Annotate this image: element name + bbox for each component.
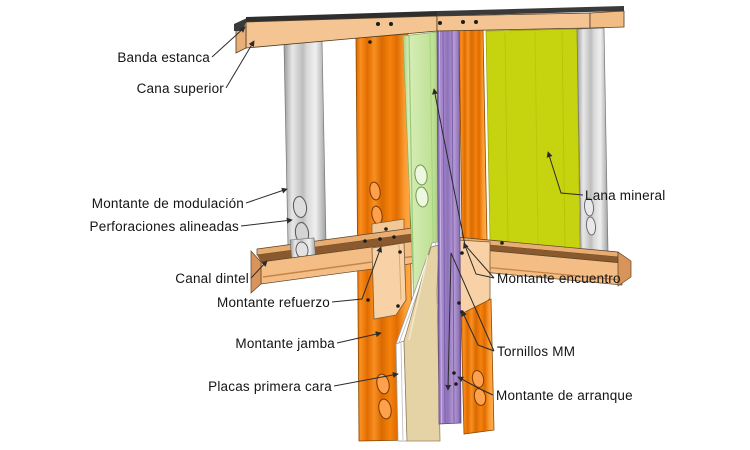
label-placas: Placas primera cara [208, 379, 332, 394]
label-montante-modulacion: Montante de modulación [91, 196, 244, 211]
reinforcement-stud [371, 242, 407, 320]
leader-montante-jamba [336, 331, 382, 344]
mineral-wool-panel [485, 28, 581, 250]
perforation-oval [376, 373, 390, 395]
label-montante-encuentro: Montante encuentro [497, 271, 621, 286]
label-montante-jamba: Montante jamba [235, 336, 335, 351]
perforation-oval [585, 216, 597, 236]
top-runner [234, 6, 625, 54]
leader-lana-mineral [546, 151, 584, 196]
label-canal-dintel: Canal dintel [175, 271, 249, 286]
leader-cana-superior [225, 40, 255, 89]
leader-montante-refuerzo [331, 246, 383, 303]
leader-lines [211, 26, 584, 396]
perforation-oval [473, 388, 487, 406]
label-cana-superior: Cana superior [136, 81, 224, 96]
perforation-oval [292, 196, 308, 218]
leader-montante-arranque [457, 376, 494, 396]
leader-montante-encuentro-2 [432, 88, 495, 279]
label-montante-refuerzo: Montante refuerzo [217, 295, 330, 310]
right-modulation-stud [576, 27, 609, 253]
leader-montante-encuentro [463, 242, 495, 279]
sealing-band [437, 6, 624, 16]
first-face-boards [395, 240, 443, 442]
perforation-oval [583, 197, 595, 217]
sealing-band [246, 11, 437, 22]
leader-banda-estanca [211, 26, 246, 58]
label-montante-arranque: Montante de arranque [496, 388, 633, 403]
leader-tornillos-2 [445, 252, 495, 391]
leader-canal-dintel [250, 260, 268, 279]
perforation-oval [369, 181, 381, 201]
channel-end-cap [617, 251, 632, 287]
leader-perforaciones [240, 217, 293, 227]
label-banda-estanca: Banda estanca [117, 50, 210, 65]
label-perforaciones: Perforaciones alineadas [89, 219, 239, 234]
label-tornillos: Tornillos MM [497, 344, 576, 359]
starter-stud [436, 29, 462, 425]
perforation-oval [378, 398, 392, 420]
perforation-oval [415, 186, 429, 208]
leader-placas [333, 372, 399, 387]
label-lana-mineral: Lana mineral [585, 188, 666, 203]
top-channel-end-cap [589, 10, 625, 29]
screws [363, 20, 504, 386]
perforation-oval [414, 164, 428, 186]
corner-stud-orange-top [458, 29, 488, 241]
lintel-channel-right [455, 236, 632, 287]
top-channel-right [436, 12, 591, 32]
leader-tornillos [461, 310, 495, 352]
perforation-oval [471, 370, 485, 388]
leader-montante-modulacion [245, 187, 288, 204]
modulation-stud [283, 40, 327, 247]
